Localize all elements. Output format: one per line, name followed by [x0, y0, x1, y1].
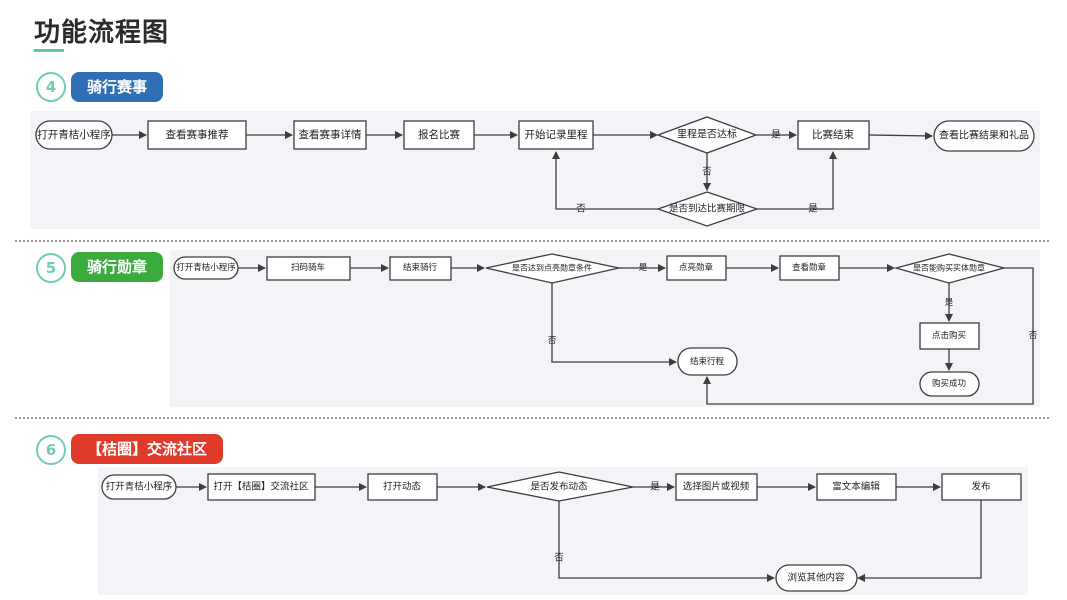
edge-label: 否	[576, 204, 586, 215]
edge-label: 否	[554, 553, 564, 564]
flow-arrow	[757, 151, 837, 210]
node-label: 查看勋章	[792, 262, 827, 273]
process-node	[675, 473, 758, 501]
node-label: 浏览其他内容	[787, 572, 845, 584]
flow-arrow	[868, 131, 933, 140]
node-label: 查看比赛结果和礼品	[939, 129, 1029, 142]
flow-arrow	[551, 283, 677, 366]
end-node	[677, 347, 738, 376]
start-node	[173, 256, 239, 280]
edge-label: 否	[1029, 331, 1038, 341]
process-node	[367, 473, 438, 501]
process-node	[266, 256, 351, 281]
section-5-number: 5	[36, 253, 66, 283]
process-node	[941, 473, 1022, 501]
page-title: 功能流程图	[34, 18, 170, 48]
decision-node	[485, 253, 620, 284]
process-node	[518, 120, 594, 150]
node-label: 打开青桔小程序	[37, 128, 111, 141]
node-label: 开始记录里程	[525, 128, 588, 141]
process-node	[816, 473, 897, 501]
start-node	[101, 474, 177, 500]
section-6-number: 6	[36, 435, 66, 465]
edge-label: 是	[650, 482, 660, 493]
node-label: 里程是否达标	[677, 129, 737, 141]
section-5-label: 骑行勋章	[71, 252, 164, 282]
node-label: 是否达到点亮勋章条件	[512, 263, 592, 273]
node-label: 是否发布动态	[530, 481, 588, 493]
edge-label: 否	[702, 167, 712, 178]
end-node	[933, 120, 1035, 152]
section-4-number: 4	[36, 72, 66, 102]
process-node	[389, 256, 452, 281]
section-6-label: 【桔圈】交流社区	[71, 434, 224, 464]
flow-arrow	[703, 267, 1034, 405]
edge-label: 是	[945, 298, 954, 308]
process-node	[919, 322, 980, 350]
flow-arrow	[558, 501, 775, 582]
process-node	[797, 120, 870, 150]
node-label: 扫码骑车	[291, 262, 325, 273]
edge-label: 是	[771, 130, 781, 141]
flow-arrow	[857, 500, 982, 582]
title-underline	[34, 49, 64, 52]
node-label: 结束行程	[690, 356, 725, 367]
process-node	[207, 473, 316, 501]
process-node	[147, 120, 247, 150]
node-label: 富文本编辑	[832, 481, 880, 493]
section-4-label: 骑行赛事	[71, 72, 164, 102]
node-label: 是否到达比赛期限	[669, 203, 746, 215]
flow-arrow	[552, 151, 658, 210]
process-node	[666, 255, 727, 281]
node-label: 打开动态	[383, 481, 422, 493]
edge-label: 是	[808, 204, 818, 215]
decision-node	[656, 116, 758, 154]
process-node	[293, 120, 367, 150]
decision-node	[486, 471, 634, 502]
process-node	[779, 255, 840, 281]
node-label: 点击购买	[932, 330, 966, 341]
node-label: 比赛结束	[812, 128, 854, 141]
node-label: 打开青桔小程序	[106, 481, 173, 493]
section-divider	[15, 417, 1049, 419]
decision-node	[656, 191, 760, 227]
edge-label: 是	[639, 263, 648, 273]
start-node	[35, 120, 113, 150]
node-label: 结束骑行	[403, 262, 438, 273]
node-label: 是否能购买实体勋章	[913, 263, 985, 273]
node-label: 购买成功	[932, 378, 966, 389]
node-label: 点亮勋章	[679, 262, 714, 273]
process-node	[403, 120, 475, 150]
end-node	[919, 371, 980, 397]
decision-node	[893, 253, 1007, 284]
node-label: 打开青桔小程序	[176, 262, 236, 273]
node-label: 打开【桔圈】交流社区	[213, 481, 309, 493]
end-node	[775, 564, 858, 592]
section-divider	[15, 240, 1049, 242]
node-label: 查看赛事详情	[299, 128, 362, 141]
node-label: 报名比赛	[418, 128, 460, 141]
edge-label: 否	[548, 336, 557, 346]
node-label: 发布	[971, 481, 990, 493]
node-label: 选择图片或视频	[683, 481, 750, 493]
node-label: 查看赛事推荐	[166, 128, 229, 141]
